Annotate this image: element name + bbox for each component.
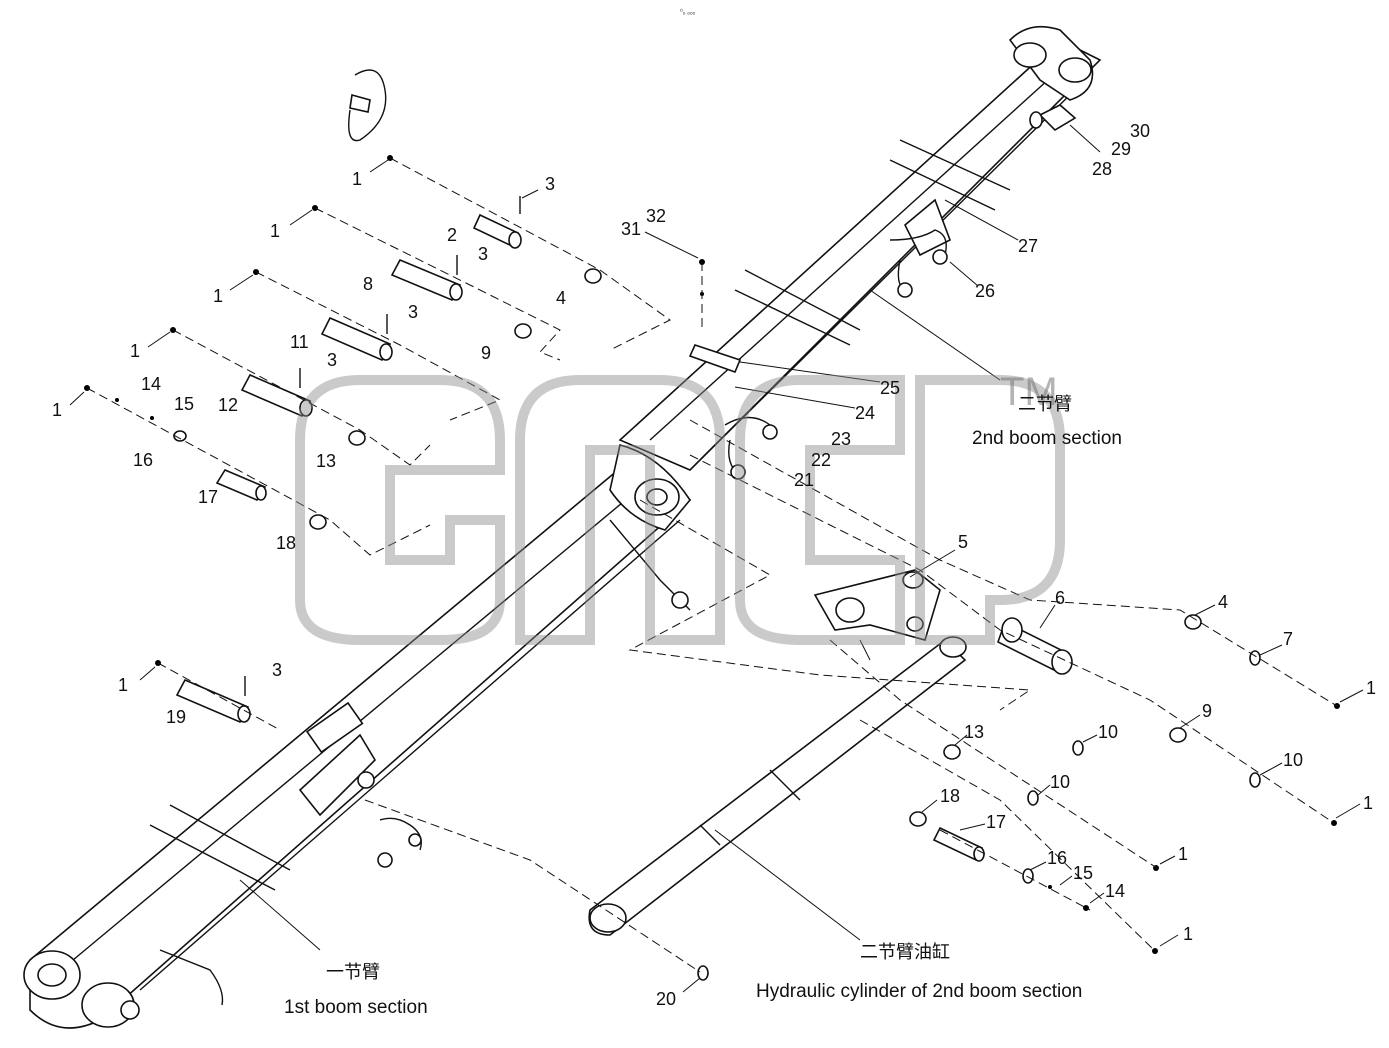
callout-number: 20 bbox=[656, 989, 676, 1009]
section-captions: 二节臂 2nd boom section 一节臂 1st boom sectio… bbox=[284, 394, 1122, 1018]
callout-number: 32 bbox=[646, 206, 666, 226]
callout-number: 19 bbox=[166, 707, 186, 727]
callout-number: 16 bbox=[133, 450, 153, 470]
callout-number: 1 bbox=[130, 341, 140, 361]
callout-number: 17 bbox=[986, 812, 1006, 832]
callout-number: 15 bbox=[1073, 863, 1093, 883]
callout-number: 30 bbox=[1130, 121, 1150, 141]
callout-number: 8 bbox=[363, 274, 373, 294]
watermark-tm: TM bbox=[1000, 370, 1058, 414]
boom1-en-label: 1st boom section bbox=[284, 997, 428, 1018]
callout-number: 1 bbox=[352, 169, 362, 189]
callout-number: 5 bbox=[958, 532, 968, 552]
callout-number: 18 bbox=[940, 786, 960, 806]
cylinder-cn-label: 二节臂油缸 bbox=[860, 941, 950, 963]
callout-number: 18 bbox=[276, 533, 296, 553]
parts-pins bbox=[175, 93, 1073, 862]
callout-number: 17 bbox=[198, 487, 218, 507]
callout-number: 3 bbox=[478, 244, 488, 264]
callout-number: 1 bbox=[270, 221, 280, 241]
callout-number: 15 bbox=[174, 394, 194, 414]
callout-number: 10 bbox=[1050, 772, 1070, 792]
callout-number: 1 bbox=[213, 286, 223, 306]
callout-number: 9 bbox=[481, 343, 491, 363]
callout-number: 21 bbox=[794, 470, 814, 490]
callout-labels: 1 3 1 2 3 8 4 1 11 3 9 1 3 12 13 14 15 1… bbox=[52, 121, 1376, 1009]
parts-hoses bbox=[120, 69, 1077, 1020]
callout-number: 23 bbox=[831, 429, 851, 449]
callout-number: 6 bbox=[1055, 588, 1065, 608]
leader-lines bbox=[69, 124, 1364, 993]
callout-number: 14 bbox=[1105, 881, 1125, 901]
callout-number: 2 bbox=[447, 225, 457, 245]
callout-number: 28 bbox=[1092, 159, 1112, 179]
boom2-cn-label: 二节臂 bbox=[1018, 394, 1072, 415]
callout-number: 22 bbox=[811, 450, 831, 470]
header-mark: ⁰ₒ ₒₒₒ bbox=[680, 8, 696, 16]
callout-number: 25 bbox=[880, 378, 900, 398]
link-plate bbox=[813, 569, 941, 641]
callout-number: 24 bbox=[855, 403, 875, 423]
assembly-lines bbox=[86, 157, 1338, 973]
callout-number: 7 bbox=[1283, 629, 1293, 649]
callout-number: 1 bbox=[1178, 844, 1188, 864]
callout-number: 1 bbox=[52, 400, 62, 420]
callout-number: 1 bbox=[1366, 678, 1376, 698]
callout-number: 1 bbox=[1183, 924, 1193, 944]
callout-number: 26 bbox=[975, 281, 995, 301]
callout-number: 27 bbox=[1018, 236, 1038, 256]
callout-number: 1 bbox=[1363, 793, 1373, 813]
callout-number: 3 bbox=[327, 350, 337, 370]
cylinder-en-label: Hydraulic cylinder of 2nd boom section bbox=[756, 981, 1082, 1002]
parts-bushings bbox=[173, 268, 1261, 981]
callout-number: 10 bbox=[1283, 750, 1303, 770]
callout-number: 1 bbox=[118, 675, 128, 695]
callout-number: 16 bbox=[1047, 848, 1067, 868]
callout-number: 14 bbox=[141, 374, 161, 394]
callout-number: 12 bbox=[218, 395, 238, 415]
callout-number: 9 bbox=[1202, 701, 1212, 721]
callout-number: 31 bbox=[621, 219, 641, 239]
boom-first-section bbox=[23, 444, 692, 1029]
boom1-cn-label: 一节臂 bbox=[326, 962, 380, 983]
hydraulic-cylinder bbox=[588, 636, 967, 936]
callout-number: 4 bbox=[556, 288, 566, 308]
callout-number: 3 bbox=[545, 174, 555, 194]
callout-number: 29 bbox=[1111, 139, 1131, 159]
boom2-en-label: 2nd boom section bbox=[972, 428, 1122, 449]
callout-number: 4 bbox=[1218, 592, 1228, 612]
callout-number: 11 bbox=[290, 332, 309, 352]
callout-number: 3 bbox=[272, 660, 282, 680]
watermark-logo: TM bbox=[295, 370, 1065, 645]
callout-number: 13 bbox=[964, 722, 984, 742]
callout-number: 13 bbox=[316, 451, 336, 471]
callout-number: 3 bbox=[408, 302, 418, 322]
callout-number: 10 bbox=[1098, 722, 1118, 742]
